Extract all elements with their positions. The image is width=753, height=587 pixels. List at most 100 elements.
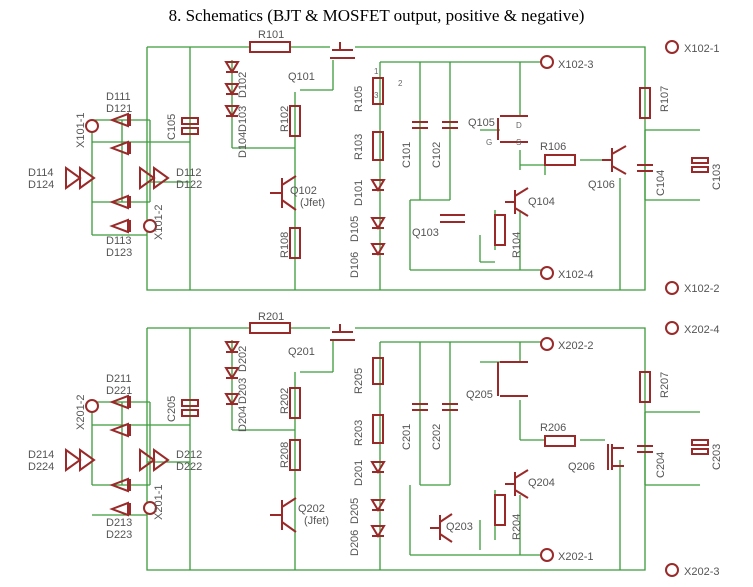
label-c202: C202 bbox=[431, 424, 443, 450]
label-x202-3: X202-3 bbox=[684, 566, 719, 578]
label-x202-4: X202-4 bbox=[684, 324, 719, 336]
top-r102 bbox=[289, 105, 301, 137]
label-d205: D205 bbox=[349, 498, 361, 524]
top-q103 bbox=[440, 214, 465, 223]
bottom-cap-c204 bbox=[637, 445, 653, 453]
label-r207: R207 bbox=[659, 372, 671, 398]
label-d112: D112 bbox=[176, 167, 201, 179]
label-x101-1: X101-1 bbox=[75, 113, 87, 148]
label-jfet-top: (Jfet) bbox=[300, 197, 325, 209]
label-d106: D106 bbox=[349, 252, 361, 278]
label-q203: Q203 bbox=[446, 521, 473, 533]
bottom-cap-c205 bbox=[181, 399, 199, 407]
top-circuit: R101 Q101 D111 D121 D113 D123 D114 D124 … bbox=[28, 29, 723, 295]
label-q106: Q106 bbox=[588, 179, 615, 191]
bottom-circuit: R201 Q201 D211 D221 D213 D223 D214 D224 … bbox=[28, 311, 723, 578]
label-d113: D113 bbox=[106, 235, 131, 247]
label-d212: D212 bbox=[176, 449, 202, 461]
label-d122: D122 bbox=[176, 179, 202, 191]
label-x202-2: X202-2 bbox=[558, 340, 593, 352]
top-r105 bbox=[372, 77, 384, 105]
bottom-q206 bbox=[607, 444, 624, 470]
top-r108 bbox=[289, 227, 301, 259]
label-r104: R104 bbox=[511, 232, 523, 258]
bottom-leds bbox=[224, 341, 386, 538]
label-c204: C204 bbox=[655, 452, 667, 478]
label-d124: D124 bbox=[28, 179, 54, 191]
top-cap-c102 bbox=[442, 121, 458, 129]
label-q205: Q205 bbox=[466, 389, 493, 401]
label-d102: D102 bbox=[237, 72, 249, 98]
label-d224: D224 bbox=[28, 461, 54, 473]
label-d101: D101 bbox=[353, 180, 365, 206]
bottom-q204 bbox=[505, 469, 529, 499]
bottom-q203 bbox=[430, 513, 453, 543]
label-d223: D223 bbox=[106, 529, 132, 541]
label-d203: D203 bbox=[237, 378, 249, 404]
label-c104: C104 bbox=[655, 170, 667, 196]
bottom-r204 bbox=[494, 494, 506, 526]
bottom-cap-c202 bbox=[442, 403, 458, 411]
top-r106 bbox=[544, 154, 576, 166]
bottom-r205 bbox=[372, 357, 384, 385]
label-x102-2: X102-2 bbox=[684, 283, 719, 295]
label-r203: R203 bbox=[353, 420, 365, 446]
label-r202: R202 bbox=[279, 388, 291, 414]
label-d211: D211 bbox=[106, 373, 131, 385]
top-leds bbox=[224, 61, 386, 256]
label-x201-1: X201-1 bbox=[153, 485, 165, 520]
label-q204: Q204 bbox=[528, 477, 555, 489]
label-c102: C102 bbox=[431, 142, 443, 168]
top-q104 bbox=[505, 187, 529, 217]
pin-1-top: 1 bbox=[374, 67, 379, 76]
label-q105: Q105 bbox=[468, 117, 495, 129]
bottom-q205 bbox=[497, 361, 528, 397]
label-d201: D201 bbox=[353, 460, 365, 486]
label-d114: D114 bbox=[28, 167, 53, 179]
label-r205: R205 bbox=[353, 368, 365, 394]
bottom-cap-c201 bbox=[412, 403, 428, 411]
top-r101 bbox=[249, 41, 291, 53]
label-d206: D206 bbox=[349, 530, 361, 556]
label-c101: C101 bbox=[401, 142, 413, 168]
label-q104: Q104 bbox=[528, 196, 555, 208]
top-cap-c103 bbox=[691, 157, 709, 164]
label-q103: Q103 bbox=[412, 227, 439, 239]
label-d111: D111 bbox=[106, 91, 131, 103]
label-x102-1: X102-1 bbox=[684, 43, 719, 55]
label-q101: Q101 bbox=[288, 71, 315, 83]
label-q202: Q202 bbox=[298, 503, 325, 515]
label-d105: D105 bbox=[349, 216, 361, 242]
label-x202-1: X202-1 bbox=[558, 551, 593, 563]
label-c103: C103 bbox=[711, 164, 723, 190]
bottom-q201 bbox=[330, 324, 355, 341]
top-cap-c105 bbox=[181, 117, 199, 125]
label-c105: C105 bbox=[166, 114, 178, 140]
label-d214: D214 bbox=[28, 449, 54, 461]
label-x102-3: X102-3 bbox=[558, 59, 593, 71]
top-r103 bbox=[372, 131, 384, 161]
label-d222: D222 bbox=[176, 461, 202, 473]
pin-g-top: G bbox=[486, 138, 492, 147]
bottom-r202 bbox=[289, 387, 301, 419]
schematic-title: 8. Schematics (BJT & MOSFET output, posi… bbox=[168, 6, 585, 25]
label-r105: R105 bbox=[353, 86, 365, 112]
label-d103: D103 bbox=[237, 106, 249, 132]
label-q102: Q102 bbox=[290, 185, 317, 197]
pin-s-top: S bbox=[516, 138, 521, 147]
pin-2-top: 2 bbox=[398, 79, 403, 88]
label-r103: R103 bbox=[353, 134, 365, 160]
bottom-r203 bbox=[372, 414, 384, 444]
label-r102: R102 bbox=[279, 106, 291, 132]
label-x201-2: X201-2 bbox=[75, 395, 87, 430]
top-q106 bbox=[602, 145, 627, 175]
top-cap-c104 bbox=[637, 164, 653, 172]
label-x101-2: X101-2 bbox=[153, 205, 165, 240]
label-r101: R101 bbox=[258, 29, 284, 41]
label-r106: R106 bbox=[540, 141, 566, 153]
top-q105 bbox=[497, 115, 528, 143]
label-q201: Q201 bbox=[288, 346, 315, 358]
bottom-r208 bbox=[289, 439, 301, 471]
bottom-q202 bbox=[270, 497, 297, 533]
